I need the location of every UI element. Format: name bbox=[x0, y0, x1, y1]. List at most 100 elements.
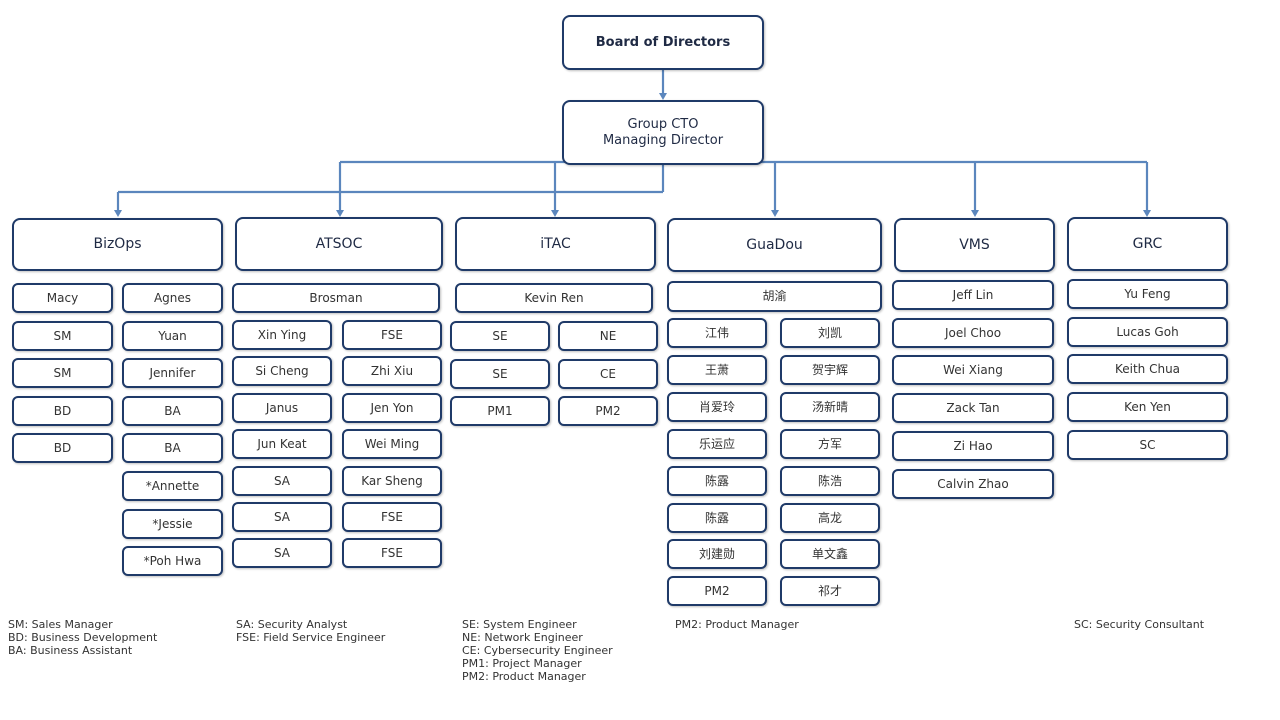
staff-member-box-label: SM bbox=[53, 365, 72, 380]
staff-member-box: Jun Keat bbox=[232, 429, 332, 459]
staff-member-box-label: *Annette bbox=[145, 478, 200, 493]
staff-member-box: SA bbox=[232, 538, 332, 568]
staff-member-box: BA bbox=[122, 433, 223, 463]
staff-member-box-label: Jeff Lin bbox=[952, 287, 994, 302]
staff-member-box: Keith Chua bbox=[1067, 354, 1228, 384]
staff-member-box-label: Yu Feng bbox=[1124, 286, 1171, 301]
staff-member-box: 方军 bbox=[780, 429, 880, 459]
legend-item: SA: Security Analyst bbox=[236, 618, 348, 631]
legend-item: SC: Security Consultant bbox=[1074, 618, 1205, 631]
department-atsoc-label: ATSOC bbox=[315, 235, 363, 252]
staff-member-box: BA bbox=[122, 396, 223, 426]
staff-member-box: 肖爱玲 bbox=[667, 392, 767, 422]
staff-member-box-label: 江伟 bbox=[704, 325, 729, 340]
staff-member-box-label: 方军 bbox=[817, 436, 842, 451]
legend-item: BA: Business Assistant bbox=[8, 644, 133, 657]
staff-member-box-label: 陈浩 bbox=[817, 473, 842, 488]
legend-item: NE: Network Engineer bbox=[462, 631, 583, 644]
staff-member-box: Jeff Lin bbox=[892, 280, 1054, 310]
staff-member-box: Kar Sheng bbox=[342, 466, 442, 496]
staff-member-box-label: 祁才 bbox=[817, 583, 842, 598]
staff-member-box: *Poh Hwa bbox=[122, 546, 223, 576]
staff-member-box: Yu Feng bbox=[1067, 279, 1228, 309]
staff-member-box-label: NE bbox=[599, 328, 617, 343]
staff-member-box-label: *Jessie bbox=[152, 516, 193, 531]
staff-member-box: Jen Yon bbox=[342, 393, 442, 423]
department-atsoc: ATSOC bbox=[235, 217, 443, 271]
staff-member-box: Janus bbox=[232, 393, 332, 423]
group-cto-box: Group CTO Managing Director bbox=[562, 100, 764, 165]
staff-member-box-label: Janus bbox=[265, 400, 299, 415]
staff-member-box: FSE bbox=[342, 320, 442, 350]
staff-member-box: Wei Xiang bbox=[892, 355, 1054, 385]
staff-member-box-label: Macy bbox=[46, 290, 79, 305]
staff-member-box-label: SE bbox=[492, 328, 508, 343]
staff-member-box: 陈露 bbox=[667, 503, 767, 533]
staff-member-box-label: SA bbox=[273, 473, 291, 488]
staff-member-box-label: Ken Yen bbox=[1124, 399, 1171, 414]
staff-member-box-label: 乐运应 bbox=[698, 436, 735, 451]
staff-member-box: SM bbox=[12, 358, 113, 388]
staff-member-box: PM2 bbox=[558, 396, 658, 426]
staff-member-box-label: Joel Choo bbox=[944, 325, 1002, 340]
legend-item: PM2: Product Manager bbox=[675, 618, 799, 631]
staff-member-box-label: 高龙 bbox=[817, 510, 842, 525]
staff-member-box: Si Cheng bbox=[232, 356, 332, 386]
staff-member-box: 陈浩 bbox=[780, 466, 880, 496]
department-lead-atsoc-label: Brosman bbox=[309, 290, 363, 305]
department-lead-guadou-label: 胡渝 bbox=[762, 289, 787, 304]
department-bizops-label: BizOps bbox=[93, 236, 142, 253]
legend-item: SM: Sales Manager bbox=[8, 618, 113, 631]
department-lead-itac-label: Kevin Ren bbox=[524, 290, 584, 305]
staff-member-box-label: SA bbox=[273, 545, 291, 560]
staff-member-box-label: 陈露 bbox=[704, 510, 729, 525]
staff-member-box: PM1 bbox=[450, 396, 550, 426]
staff-member-box: Wei Ming bbox=[342, 429, 442, 459]
staff-member-box: 单文鑫 bbox=[780, 539, 880, 569]
staff-member-box-label: Wei Xiang bbox=[943, 362, 1003, 377]
staff-member-box: 江伟 bbox=[667, 318, 767, 348]
staff-member-box-label: *Poh Hwa bbox=[143, 553, 202, 568]
staff-member-box-label: 刘凯 bbox=[817, 325, 842, 340]
staff-member-box-label: CE bbox=[600, 366, 616, 381]
legend-grc: SC: Security Consultant bbox=[1074, 618, 1204, 631]
staff-member-box: 王萧 bbox=[667, 355, 767, 385]
staff-member-box: SA bbox=[232, 466, 332, 496]
staff-member-box: NE bbox=[558, 321, 658, 351]
legend-item: CE: Cybersecurity Engineer bbox=[462, 644, 613, 657]
staff-member-box: 祁才 bbox=[780, 576, 880, 606]
staff-member-box: Joel Choo bbox=[892, 318, 1054, 348]
legend-itac: SE: System Engineer NE: Network Engineer… bbox=[462, 618, 613, 683]
staff-member-box: Xin Ying bbox=[232, 320, 332, 350]
staff-member-box-label: FSE bbox=[381, 509, 403, 524]
staff-member-box-label: Lucas Goh bbox=[1116, 324, 1179, 339]
department-itac: iTAC bbox=[455, 217, 656, 271]
staff-member-box-label: BD bbox=[53, 403, 72, 418]
staff-member-box: Zack Tan bbox=[892, 393, 1054, 423]
staff-member-box-label: 贺宇辉 bbox=[811, 362, 848, 377]
staff-member-box-label: FSE bbox=[381, 545, 403, 560]
staff-member-box-label: Kar Sheng bbox=[361, 473, 423, 488]
staff-member-box: 陈露 bbox=[667, 466, 767, 496]
staff-member-box-label: SC bbox=[1139, 437, 1156, 452]
staff-member-box-label: Wei Ming bbox=[364, 436, 420, 451]
legend-item: SE: System Engineer bbox=[462, 618, 577, 631]
staff-member-box: BD bbox=[12, 396, 113, 426]
staff-member-box-label: 王萧 bbox=[704, 362, 729, 377]
staff-member-box: *Annette bbox=[122, 471, 223, 501]
staff-member-box: Ken Yen bbox=[1067, 392, 1228, 422]
legend-item: BD: Business Development bbox=[8, 631, 158, 644]
department-vms: VMS bbox=[894, 218, 1055, 272]
staff-member-box-label: Si Cheng bbox=[255, 363, 309, 378]
staff-member-box-label: SA bbox=[273, 509, 291, 524]
staff-member-box: 贺宇辉 bbox=[780, 355, 880, 385]
legend-atsoc: SA: Security Analyst FSE: Field Service … bbox=[236, 618, 385, 644]
department-itac-label: iTAC bbox=[540, 235, 571, 252]
staff-member-box: PM2 bbox=[667, 576, 767, 606]
staff-member-box: 乐运应 bbox=[667, 429, 767, 459]
cto-line2: Managing Director bbox=[602, 132, 724, 148]
department-lead-atsoc: Brosman bbox=[232, 283, 440, 313]
staff-member-box: *Jessie bbox=[122, 509, 223, 539]
cto-line1: Group CTO bbox=[627, 116, 699, 132]
legend-bizops: SM: Sales Manager BD: Business Developme… bbox=[8, 618, 157, 657]
